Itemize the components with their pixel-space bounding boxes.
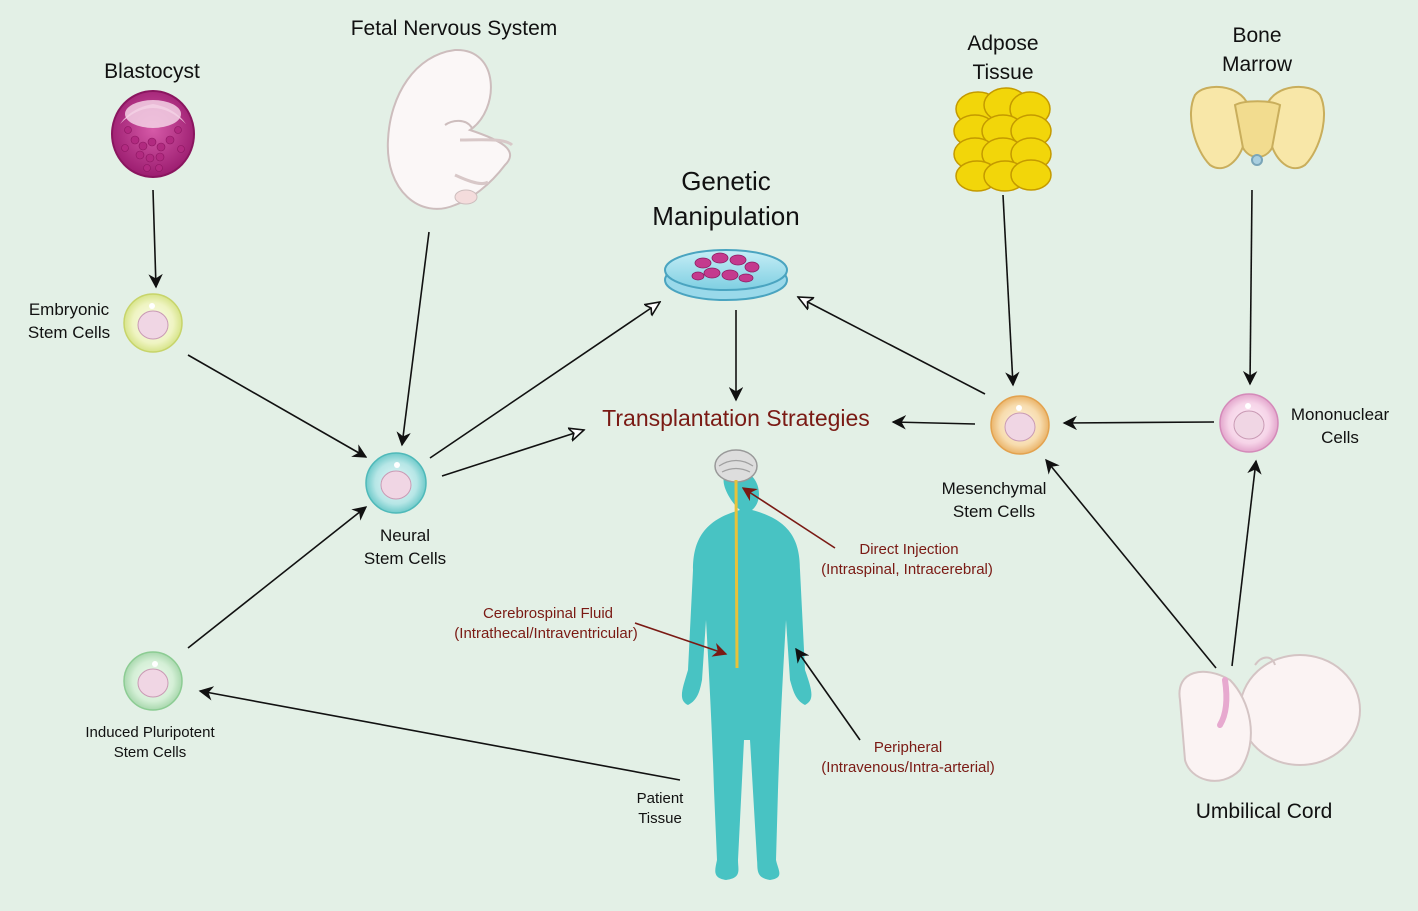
arrow-adipose-to-msc <box>1002 194 1020 387</box>
label-fetal-nervous-system: Fetal Nervous System <box>351 17 558 40</box>
label-umbilical-cord: Umbilical Cord <box>1196 800 1333 823</box>
label-msc-2: Stem Cells <box>953 502 1035 521</box>
arrow-csf <box>634 622 728 657</box>
label-direct-injection-2: (Intraspinal, Intracerebral) <box>821 561 993 578</box>
adipose-tissue-illustration <box>953 87 1052 192</box>
label-blastocyst: Blastocyst <box>104 60 200 83</box>
label-direct-injection-1: Direct Injection <box>859 541 958 558</box>
label-mono-1: Mononuclear <box>1291 405 1390 424</box>
arrow-bone-to-mono <box>1242 189 1258 386</box>
arrows <box>148 189 1262 781</box>
arrow-nsc-to-transplant <box>441 430 584 477</box>
label-msc-1: Mesenchymal <box>942 479 1047 498</box>
pelvis-illustration <box>1190 85 1325 170</box>
label-peripheral-1: Peripheral <box>874 739 942 756</box>
human-body-illustration <box>681 449 812 880</box>
arrow-cord-to-msc <box>1045 458 1217 669</box>
mononuclear-cell <box>1219 393 1279 453</box>
label-peripheral-2: (Intravenous/Intra-arterial) <box>821 759 994 776</box>
label-transplantation-strategies: Transplantation Strategies <box>602 405 870 431</box>
fetus-illustration <box>386 48 514 210</box>
mesenchymal-stem-cell <box>990 395 1050 455</box>
label-genetic-1: Genetic <box>681 166 771 196</box>
ipsc-cell <box>123 651 183 711</box>
arrow-mono-to-msc <box>1062 415 1215 431</box>
label-mono-2: Cells <box>1321 428 1359 447</box>
label-csf-2: (Intrathecal/Intraventricular) <box>454 625 637 642</box>
label-csf-1: Cerebrospinal Fluid <box>483 605 613 622</box>
label-ipsc-1: Induced Pluripotent <box>85 724 215 741</box>
blastocyst-illustration <box>111 90 195 178</box>
label-nsc-1: Neural <box>380 526 430 545</box>
neural-stem-cell <box>365 452 427 514</box>
label-patient-2: Tissue <box>638 810 682 827</box>
label-ipsc-2: Stem Cells <box>114 744 187 761</box>
arrow-patient-to-ipsc <box>198 686 681 781</box>
label-genetic-2: Manipulation <box>652 201 799 231</box>
arrow-direct-injection <box>741 487 836 549</box>
arrow-esc-to-nsc <box>187 354 368 458</box>
arrow-peripheral <box>795 647 861 741</box>
embryonic-stem-cell <box>123 293 183 353</box>
arrow-blastocyst-to-esc <box>148 189 163 289</box>
delivery-arrows <box>741 487 836 549</box>
label-esc-1: Embryonic <box>29 300 110 319</box>
label-bone-2: Marrow <box>1222 53 1293 76</box>
infant-illustration <box>1178 654 1361 782</box>
label-esc-2: Stem Cells <box>28 323 110 342</box>
arrow-msc-to-transplant <box>891 415 976 430</box>
label-nsc-2: Stem Cells <box>364 549 446 568</box>
arrow-cord-to-mono <box>1231 459 1262 667</box>
label-adipose-2: Tissue <box>972 61 1033 84</box>
arrow-msc-to-genetic <box>798 297 986 395</box>
petri-dish-illustration <box>664 249 788 301</box>
arrow-fetal-to-nsc <box>396 231 430 447</box>
label-bone-1: Bone <box>1232 24 1281 47</box>
label-adipose-1: Adpose <box>967 32 1038 55</box>
arrow-nsc-to-genetic <box>429 302 660 459</box>
label-patient-1: Patient <box>637 790 685 807</box>
arrow-ipsc-to-nsc <box>187 506 368 649</box>
